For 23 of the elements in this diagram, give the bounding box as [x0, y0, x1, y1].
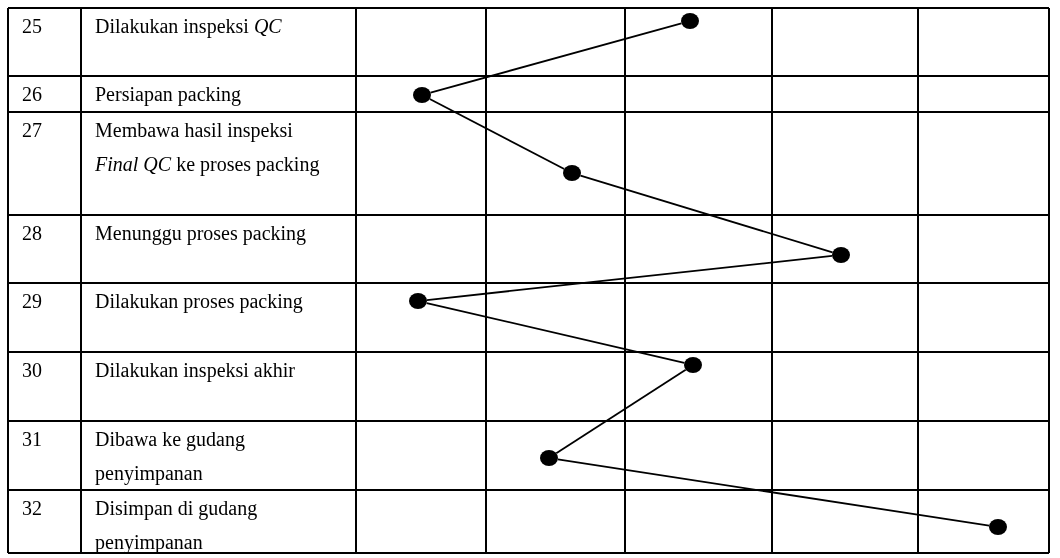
- step-description: Dilakukan inspeksi QC: [95, 14, 283, 40]
- connector-line: [428, 98, 566, 170]
- step-number: 31: [22, 427, 42, 452]
- step-description: Persiapan packing: [95, 82, 243, 108]
- step-description: Dibawa ke gudang penyimpanan: [95, 427, 246, 487]
- connector-line: [425, 302, 686, 364]
- step-number: 26: [22, 82, 42, 107]
- step-number: 29: [22, 289, 42, 314]
- connector-line: [429, 22, 683, 94]
- step-description: Menunggu proses packing: [95, 221, 308, 247]
- step-description: Dilakukan inspeksi akhir: [95, 358, 296, 384]
- step-number: 28: [22, 221, 42, 246]
- connector-line: [579, 174, 834, 254]
- step-description: Membawa hasil inspeksi Final QC ke proses packing: [95, 118, 321, 178]
- step-description: Dilakukan proses packing: [95, 289, 304, 315]
- step-number: 27: [22, 118, 42, 143]
- connector-line: [426, 255, 833, 301]
- step-number: 32: [22, 496, 42, 521]
- connector-line: [555, 368, 687, 455]
- step-description: Disimpan di gudang penyimpanan: [95, 496, 259, 555]
- connector-line: [556, 458, 991, 527]
- step-number: 30: [22, 358, 42, 383]
- step-number: 25: [22, 14, 42, 39]
